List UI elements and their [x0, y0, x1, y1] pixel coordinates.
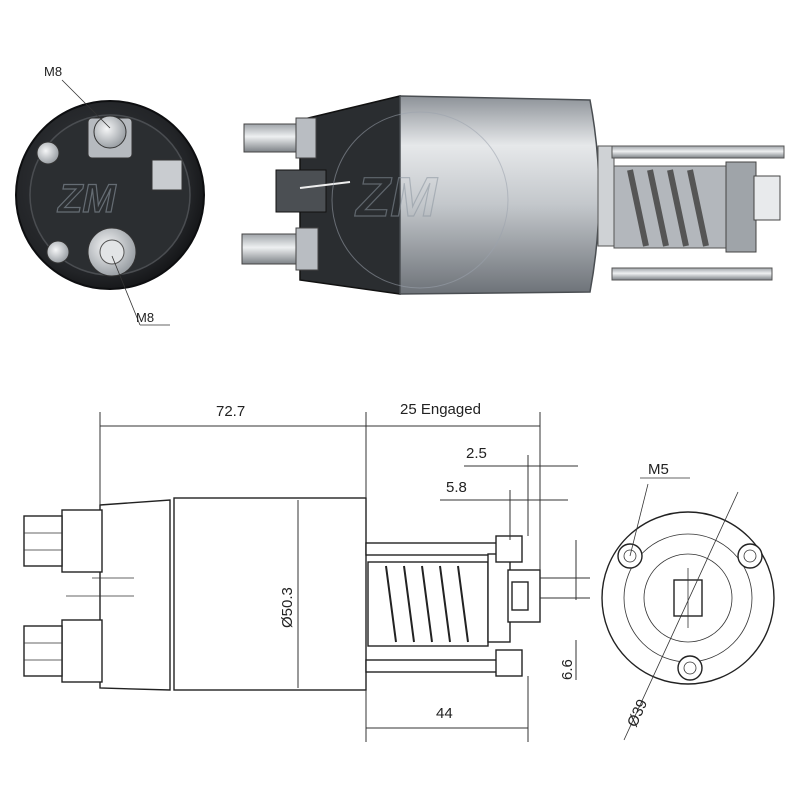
- spring-outline-icon: [385, 565, 469, 643]
- tie-rod-bottom-outline: [365, 659, 517, 673]
- drawing-side-view: 72.7 25 Engaged 2.5 5.8 Ø50.3 6.6 44: [23, 401, 590, 742]
- dim-plunger-length: 44: [436, 705, 453, 722]
- mount-bolt-icon: [46, 240, 70, 264]
- watermark-icon: ZM: [331, 111, 509, 289]
- svg-text:ZM: ZM: [354, 165, 438, 228]
- small-terminal-side: [275, 169, 327, 213]
- dim-mount-thread: M5: [648, 461, 669, 478]
- lower-nut: [23, 625, 63, 677]
- watermark-icon: ZM: [56, 176, 118, 221]
- photo-end-view: ZM M8 M8: [15, 64, 205, 326]
- drawing-end-view: M5 Ø39: [601, 461, 775, 741]
- mount-bolt-icon: [36, 141, 60, 165]
- small-terminal: [151, 159, 183, 191]
- body-outline: [173, 497, 367, 691]
- plunger-head: [725, 161, 757, 253]
- m5-hole-icon: [737, 543, 763, 569]
- top-terminal-label: M8: [44, 64, 62, 79]
- dim-body-length: 72.7: [216, 403, 245, 420]
- upper-nut: [23, 515, 63, 567]
- dim-small-a: 2.5: [466, 445, 487, 462]
- tie-rod-top-outline: [365, 542, 517, 556]
- tie-rod-top: [611, 145, 785, 159]
- tie-rod-bottom: [611, 267, 773, 281]
- dim-plunger-gap: 6.6: [559, 659, 576, 680]
- dim-body-diameter: Ø50.3: [279, 587, 296, 628]
- spring-icon: [613, 165, 727, 249]
- plunger-tab: [753, 175, 781, 221]
- top-terminal-stud-icon: [93, 115, 127, 149]
- bottom-terminal-label: M8: [136, 310, 154, 325]
- photo-side-view: ZM: [241, 95, 785, 295]
- m5-hole-icon: [677, 655, 703, 681]
- upper-stud: [243, 123, 305, 153]
- dim-small-b: 5.8: [446, 479, 467, 496]
- dim-engaged-travel: 25 Engaged: [400, 401, 481, 418]
- svg-text:ZM: ZM: [57, 177, 117, 221]
- terminal-cap-outline: [99, 499, 171, 691]
- dim-flange-diameter: Ø39: [624, 697, 651, 730]
- lower-stud: [241, 233, 305, 265]
